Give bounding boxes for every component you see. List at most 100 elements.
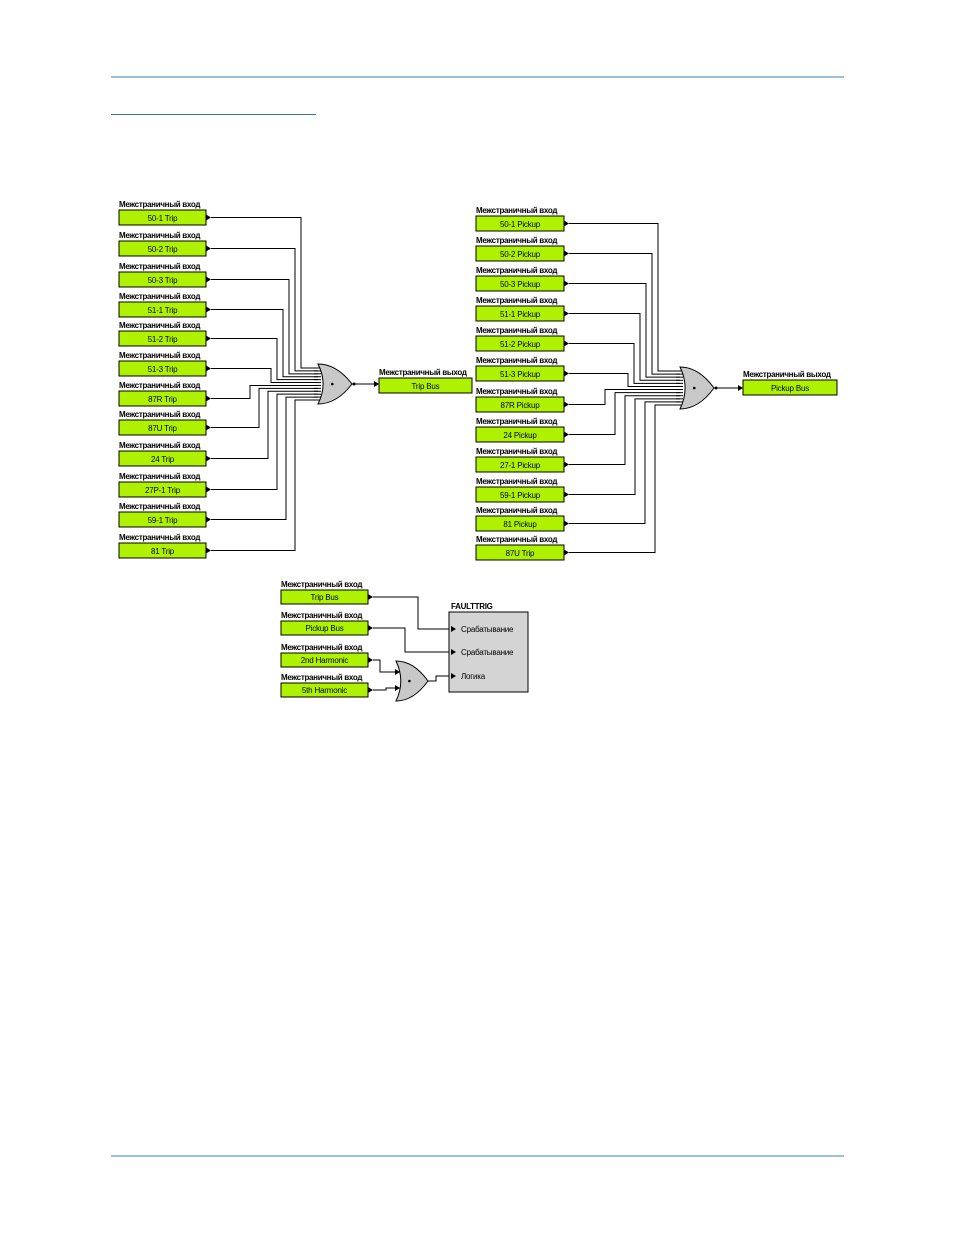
pickup-output-box xyxy=(742,379,838,396)
trip-input-name: 24 Trip xyxy=(151,455,175,464)
faulttrig-port-arrow xyxy=(451,673,456,679)
pickup-wire xyxy=(569,343,680,384)
pickup-wire xyxy=(569,401,680,524)
pickup-input-header: Межстраничный вход xyxy=(476,535,557,544)
trip-or-gate xyxy=(317,363,353,405)
faulttrig-input-header: Межстраничный вход xyxy=(281,611,362,620)
faulttrig-wire xyxy=(373,627,449,653)
trip-input-header: Межстраничный вход xyxy=(119,200,200,209)
trip-input-header: Межстраничный вход xyxy=(119,472,200,481)
pickup-wire xyxy=(569,404,680,553)
trip-or-gate-dot xyxy=(330,382,334,386)
pickup-input-name: 81 Pickup xyxy=(503,520,537,529)
faulttrig-input-name: 5th Harmonic xyxy=(302,686,347,695)
pickup-input-arrow xyxy=(564,549,569,556)
pickup-input-name: 87R Pickup xyxy=(501,401,541,410)
pickup-wire xyxy=(569,253,680,375)
pickup-wire xyxy=(569,389,680,405)
trip-input-header: Межстраничный вход xyxy=(119,292,200,301)
trip-input-header: Межстраничный вход xyxy=(119,351,200,360)
trip-wire xyxy=(211,390,318,459)
pickup-input-arrow xyxy=(564,340,569,347)
trip-wire xyxy=(211,384,318,399)
faulttrig-or-gate-dot xyxy=(408,679,411,683)
pickup-input-name: 51-3 Pickup xyxy=(500,370,541,379)
faulttrig-port-label: Срабатывание xyxy=(461,625,514,634)
pickup-input-name: 50-3 Pickup xyxy=(500,280,541,289)
pickup-input-arrow xyxy=(564,250,569,257)
pickup-input-arrow xyxy=(564,401,569,408)
pickup-output-arrow xyxy=(738,385,743,391)
pickup-wire xyxy=(569,223,680,372)
pickup-wire xyxy=(569,398,680,495)
trip-input-arrow xyxy=(206,306,211,313)
trip-input-arrow xyxy=(206,276,211,283)
pickup-input-header: Межстраничный вход xyxy=(476,477,557,486)
trip-input-arrow xyxy=(206,365,211,372)
pickup-wire xyxy=(569,313,680,381)
pickup-input-arrow xyxy=(564,280,569,287)
trip-input-name: 59-1 Trip xyxy=(148,516,179,525)
pickup-output-name: Pickup Bus xyxy=(771,384,809,393)
faulttrig-block xyxy=(448,611,529,693)
trip-input-name: 51-2 Trip xyxy=(148,335,179,344)
trip-input-name: 81 Trip xyxy=(151,547,175,556)
trip-input-name: 87U Trip xyxy=(148,424,177,433)
pickup-input-arrow xyxy=(564,310,569,317)
footer-rule xyxy=(111,1155,844,1157)
pickup-input-arrow xyxy=(564,370,569,377)
faulttrig-gate-in-arrow xyxy=(395,669,400,675)
faulttrig-input-name: 2nd Harmonic xyxy=(301,656,349,665)
trip-input-header: Межстраничный вход xyxy=(119,381,200,390)
faulttrig-input-header: Межстраничный вход xyxy=(281,673,362,682)
faulttrig-port-arrow xyxy=(451,649,456,655)
pickup-input-arrow xyxy=(564,431,569,438)
trip-output-arrow xyxy=(374,381,379,387)
trip-output-header: Межстраничный выход xyxy=(379,368,467,377)
faulttrig-gate-in-arrow xyxy=(395,685,400,691)
pickup-input-arrow xyxy=(564,461,569,468)
trip-input-header: Межстраничный вход xyxy=(119,441,200,450)
pickup-input-header: Межстраничный вход xyxy=(476,356,557,365)
trip-wire xyxy=(211,393,318,490)
trip-input-arrow xyxy=(206,547,211,554)
pickup-input-header: Межстраничный вход xyxy=(476,326,557,335)
trip-input-name: 50-3 Trip xyxy=(148,276,179,285)
faulttrig-or-gate xyxy=(395,660,429,702)
trip-input-header: Межстраничный вход xyxy=(119,231,200,240)
trip-wire xyxy=(211,338,318,381)
trip-input-arrow xyxy=(206,335,211,342)
pickup-input-header: Межстраничный вход xyxy=(476,447,557,456)
faulttrig-wire xyxy=(373,596,449,630)
faulttrig-input-header: Межстраничный вход xyxy=(281,643,362,652)
pickup-input-name: 51-1 Pickup xyxy=(500,310,541,319)
pickup-input-arrow xyxy=(564,491,569,498)
faulttrig-input-name: Trip Bus xyxy=(311,593,339,602)
faulttrig-input-arrow xyxy=(368,657,373,663)
pickup-or-gate xyxy=(679,366,715,410)
pickup-input-name: 51-2 Pickup xyxy=(500,340,541,349)
trip-input-name: 87R Trip xyxy=(148,395,177,404)
trip-input-name: 27P-1 Trip xyxy=(145,486,181,495)
pickup-input-name: 50-1 Pickup xyxy=(500,220,541,229)
faulttrig-input-arrow xyxy=(368,625,373,631)
trip-wire xyxy=(211,368,318,384)
trip-input-arrow xyxy=(206,516,211,523)
section-link-underline xyxy=(111,114,316,115)
pickup-input-name: 24 Pickup xyxy=(503,431,537,440)
trip-wire xyxy=(211,309,318,378)
faulttrig-input-arrow xyxy=(368,687,373,693)
pickup-input-name: 27-1 Pickup xyxy=(500,461,541,470)
faulttrig-wire xyxy=(428,675,449,682)
trip-wire xyxy=(211,399,318,551)
trip-output-name: Trip Bus xyxy=(412,382,440,391)
trip-wire xyxy=(211,396,318,520)
faulttrig-input-arrow xyxy=(368,594,373,600)
trip-input-arrow xyxy=(206,486,211,493)
faulttrig-wire xyxy=(373,659,400,673)
trip-input-arrow xyxy=(206,395,211,402)
trip-input-header: Межстраничный вход xyxy=(119,410,200,419)
faulttrig-port-arrow xyxy=(451,626,456,632)
trip-input-arrow xyxy=(206,214,211,221)
pickup-input-header: Межстраничный вход xyxy=(476,266,557,275)
